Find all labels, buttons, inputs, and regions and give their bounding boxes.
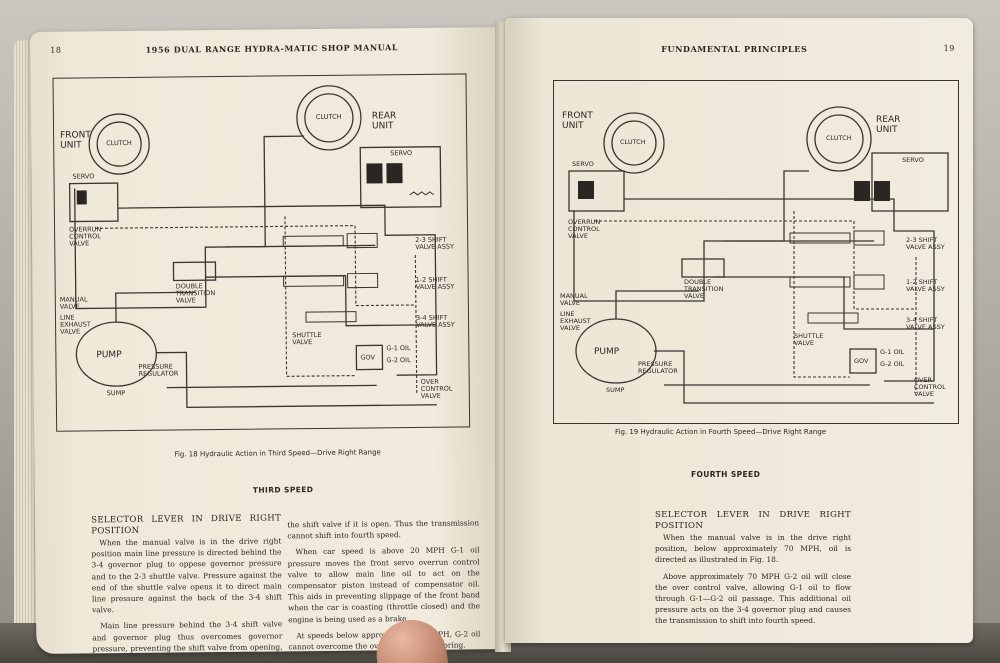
g2-oil-label: G-2 OIL	[880, 360, 905, 368]
manual-valve-label: MANUAL VALVE	[59, 295, 88, 311]
double-transition-valve-label: DOUBLE TRANSITION VALVE	[684, 278, 724, 300]
shift-valve-34-label: 3-4 SHIFT VALVE ASSY	[906, 316, 945, 331]
shuttle-valve-label: SHUTTLE VALVE	[292, 330, 322, 347]
shift-valve-23-label: 2-3 SHIFT VALVE ASSY	[415, 235, 454, 251]
front-unit-label: FRONT UNIT	[60, 130, 91, 151]
left-hydraulic-diagram: FRONT UNIT REAR UNIT CLUTCH CLUTCH SERVO…	[52, 73, 471, 432]
left-running-title: 1956 DUAL RANGE HYDRA-MATIC SHOP MANUAL	[145, 42, 399, 55]
front-clutch-label: CLUTCH	[620, 138, 646, 146]
rear-clutch-label: CLUTCH	[826, 134, 852, 142]
gov-label: GOV	[360, 353, 375, 362]
right-diagram-lines	[568, 106, 949, 404]
rear-servo-label: SERVO	[902, 156, 924, 164]
left-col2-paragraph-2: When car speed is above 20 MPH G-1 oil p…	[287, 545, 481, 624]
front-unit-label: FRONT UNIT	[562, 111, 593, 131]
over-control-valve-label: OVER CONTROL VALVE	[914, 376, 946, 398]
right-col1-paragraph-2: Above approximately 70 MPH G-2 oil will …	[655, 571, 851, 626]
right-page-header: FUNDAMENTAL PRINCIPLES 19	[525, 44, 955, 58]
rear-unit-label: REAR UNIT	[876, 115, 901, 135]
shift-valve-23-label: 2-3 SHIFT VALVE ASSY	[906, 236, 945, 251]
left-section-heading: THIRD SPEED	[252, 485, 314, 495]
line-exhaust-valve-label: LINE EXHAUST VALVE	[59, 313, 91, 336]
left-page: 18 1956 DUAL RANGE HYDRA-MATIC SHOP MANU…	[30, 27, 507, 654]
right-page-number: 19	[943, 44, 955, 53]
pressure-regulator-label: PRESSURE REGULATOR	[138, 362, 179, 378]
pump-label: PUMP	[594, 347, 620, 357]
line-exhaust-valve-label: LINE EXHAUST VALVE	[560, 310, 591, 332]
over-control-valve-label: OVER CONTROL VALVE	[420, 377, 453, 400]
rear-clutch-label: CLUTCH	[315, 112, 342, 122]
g1-oil-label: G-1 OIL	[880, 348, 905, 356]
overrun-control-valve-label: OVERRUN CONTROL VALVE	[568, 218, 601, 240]
gov-label: GOV	[854, 357, 869, 365]
g1-oil-label: G-1 OIL	[386, 344, 411, 353]
rear-unit-label: REAR UNIT	[371, 111, 397, 132]
right-text-column-1: SELECTOR LEVER IN DRIVE RIGHT POSITION W…	[655, 510, 851, 632]
sump-label: SUMP	[606, 386, 625, 394]
front-servo-label: SERVO	[572, 160, 594, 168]
left-diagram-lines	[68, 85, 442, 409]
left-text-column-1: SELECTOR LEVER IN DRIVE RIGHT POSITION W…	[91, 513, 283, 654]
g2-oil-label: G-2 OIL	[386, 356, 411, 365]
left-col1-heading: SELECTOR LEVER IN DRIVE RIGHT POSITION	[91, 513, 282, 537]
left-page-header: 18 1956 DUAL RANGE HYDRA-MATIC SHOP MANU…	[50, 41, 482, 60]
double-transition-valve-label: DOUBLE TRANSITION VALVE	[175, 282, 216, 305]
left-col1-paragraph-2: Main line pressure behind the 3-4 shift …	[92, 619, 283, 654]
right-figure-caption: Fig. 19 Hydraulic Action in Fourth Speed…	[615, 428, 827, 436]
shift-valve-12-label: 1-2 SHIFT VALVE ASSY	[415, 275, 455, 291]
shuttle-valve-label: SHUTTLE VALVE	[794, 332, 824, 347]
right-section-heading: FOURTH SPEED	[691, 470, 761, 479]
left-col1-paragraph-1: When the manual valve is in the drive ri…	[91, 536, 282, 615]
overrun-control-valve-label: OVERRUN CONTROL VALVE	[69, 225, 102, 248]
rear-servo-label: SERVO	[390, 149, 413, 158]
right-page: FUNDAMENTAL PRINCIPLES 19	[505, 18, 973, 643]
sump-label: SUMP	[106, 389, 126, 398]
left-figure-caption: Fig. 18 Hydraulic Action in Third Speed—…	[174, 448, 381, 459]
pressure-regulator-label: PRESSURE REGULATOR	[638, 360, 678, 375]
front-clutch-label: CLUTCH	[106, 138, 132, 148]
shift-valve-34-label: 3-4 SHIFT VALVE ASSY	[415, 313, 455, 329]
right-col1-paragraph-1: When the manual valve is in the drive ri…	[655, 533, 851, 565]
left-page-number: 18	[50, 45, 62, 55]
right-hydraulic-diagram: FRONT UNIT REAR UNIT CLUTCH CLUTCH SERVO…	[553, 80, 959, 424]
manual-valve-label: MANUAL VALVE	[560, 292, 588, 307]
shift-valve-12-label: 1-2 SHIFT VALVE ASSY	[906, 278, 945, 293]
front-servo-label: SERVO	[72, 172, 95, 181]
left-col2-paragraph-1: the shift valve if it is open. Thus the …	[287, 518, 480, 541]
pump-label: PUMP	[96, 350, 122, 361]
right-col1-heading: SELECTOR LEVER IN DRIVE RIGHT POSITION	[655, 510, 851, 531]
right-running-title: FUNDAMENTAL PRINCIPLES	[661, 44, 808, 54]
